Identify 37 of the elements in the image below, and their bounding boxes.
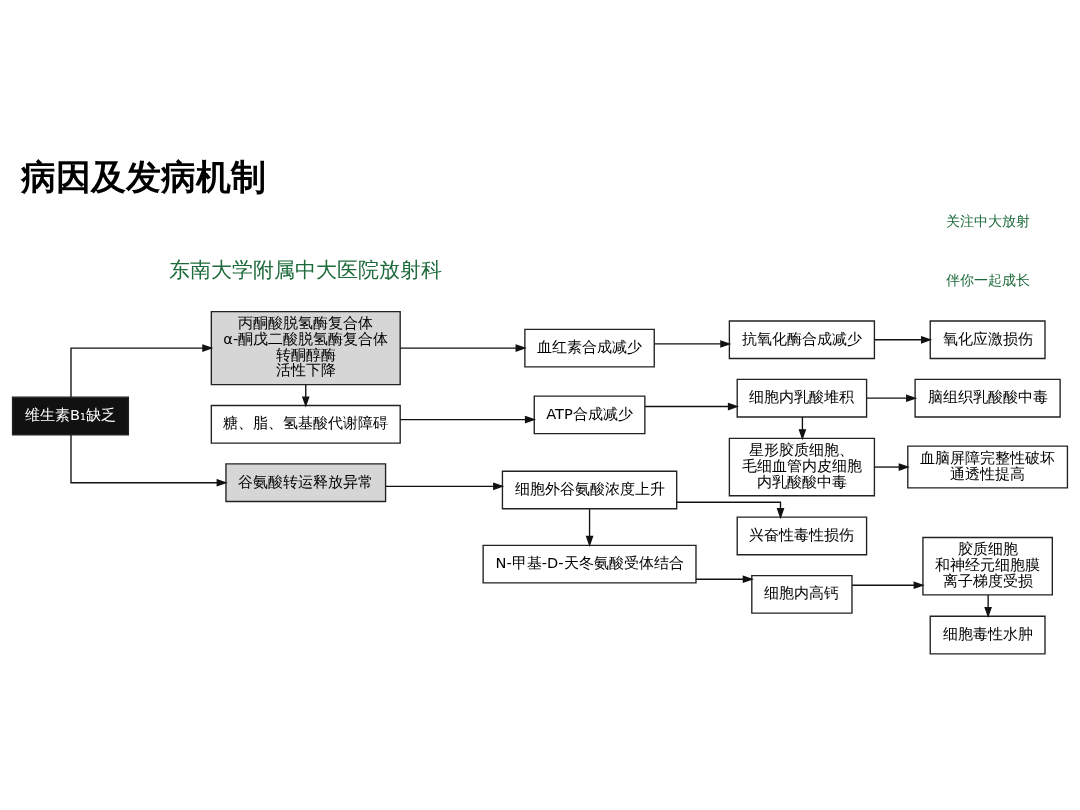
- arrow: [585, 507, 594, 547]
- arrow: [873, 462, 910, 471]
- node-box: N-甲基-D-天冬氨酸受体结合: [482, 544, 697, 584]
- diagram-title: 病因及发病机制: [20, 155, 266, 197]
- node-box: 谷氨酸转运释放异常: [225, 462, 387, 502]
- arrow: [644, 402, 739, 410]
- arrow: [653, 339, 732, 348]
- node-box: 星形胶质细胞、毛细血管内皮细胞内乳酸酸中毒: [728, 437, 876, 496]
- arrow: [866, 393, 918, 402]
- node-box: 细胞毒性水肿: [929, 615, 1046, 654]
- node-box: 血红素合成减少: [524, 328, 655, 368]
- arrow: [873, 335, 933, 344]
- arrow: [70, 343, 214, 398]
- node-box: 丙酮酸脱氢酶复合体 α-酮戊二酸脱氢酶复合体 转酮醇酶 活性下降: [210, 310, 401, 385]
- node-box: 抗氧化酶合成减少: [728, 319, 876, 359]
- node-box: 氧化应激损伤: [929, 319, 1046, 359]
- node-box: 血脑屏障完整性破坏通透性提高: [907, 445, 1069, 489]
- node-box: 细胞内乳酸堆积: [736, 378, 868, 418]
- arrow: [399, 415, 536, 423]
- arrow: [676, 501, 785, 519]
- node-box: 细胞外谷氨酸浓度上升: [501, 470, 678, 509]
- arrow: [70, 433, 228, 487]
- arrow: [695, 574, 754, 583]
- node-box: ATP合成减少: [533, 394, 646, 434]
- label: 东南大学附属中大医院放射科: [169, 257, 443, 282]
- label: 伴你一起成长: [945, 271, 1030, 288]
- node-box: 细胞内高钙: [751, 574, 853, 614]
- node-box: 维生素B₁缺乏: [11, 395, 130, 435]
- node-box: 糖、脂、氢基酸代谢障碍: [210, 404, 401, 444]
- label: 关注中大放射: [945, 212, 1030, 229]
- arrow: [851, 580, 925, 589]
- arrow: [399, 343, 527, 352]
- arrow: [385, 482, 505, 490]
- node-box: 兴奋性毒性损伤: [736, 515, 868, 555]
- node-box: 脑组织乳酸酸中毒: [914, 378, 1061, 418]
- node-box: 胶质细胞和神经元细胞膜离子梯度受损: [922, 536, 1053, 596]
- arrow: [984, 593, 992, 618]
